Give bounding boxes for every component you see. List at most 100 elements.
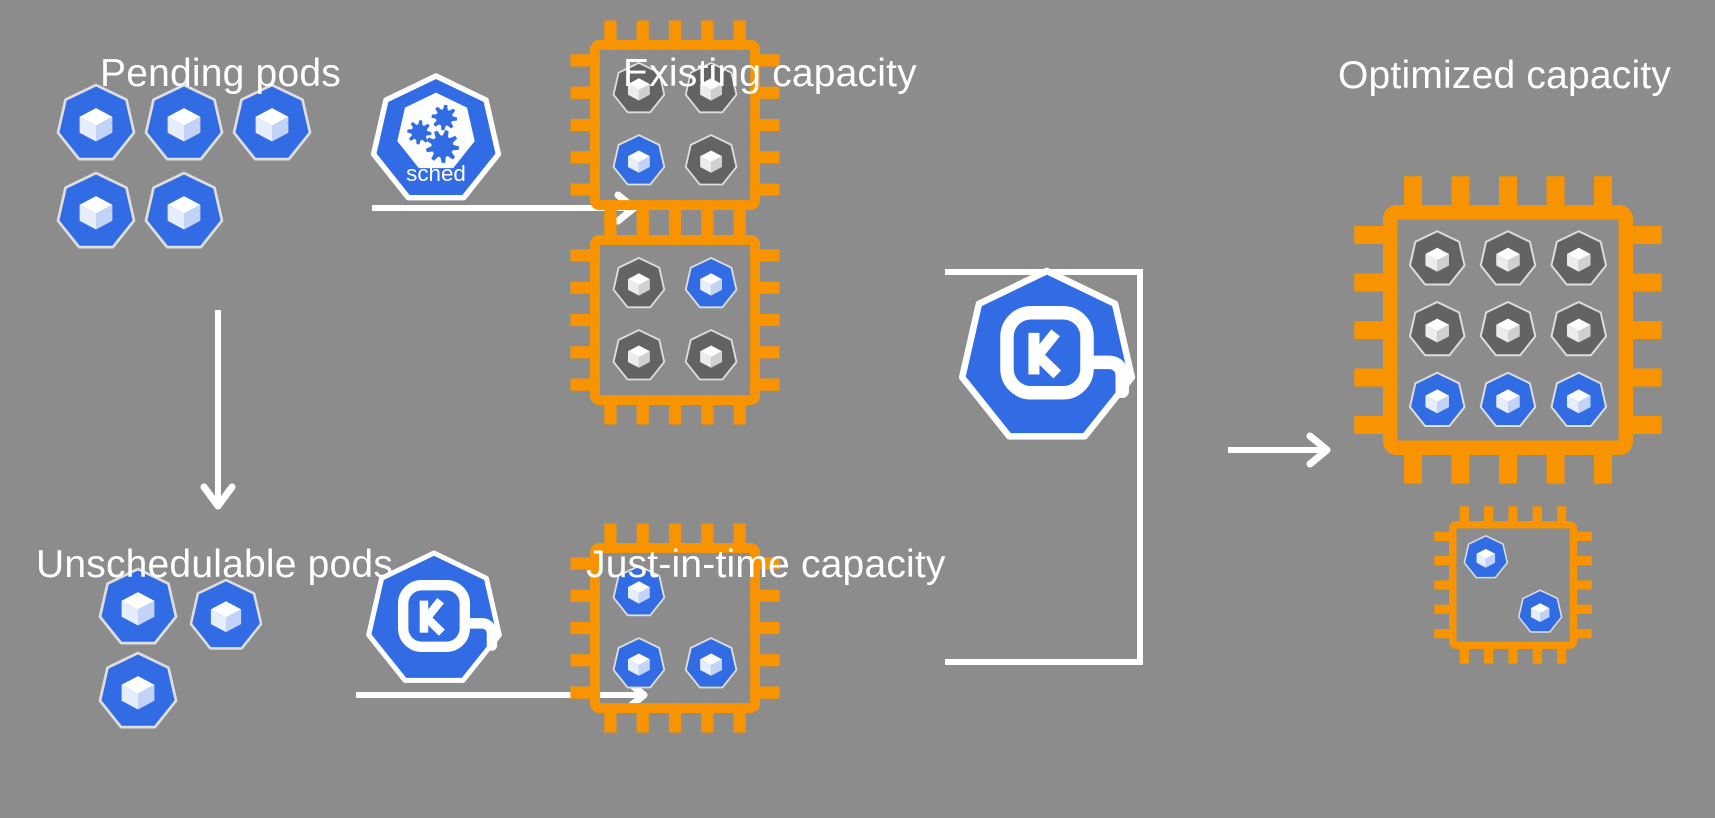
pod-icon-blue-pending-0 bbox=[56, 83, 136, 161]
chip-pin-right bbox=[750, 313, 780, 327]
cube-top-face bbox=[1425, 389, 1449, 402]
pod-hexagon bbox=[56, 171, 136, 249]
cube-left-face bbox=[1496, 395, 1508, 414]
chip-pin-bottom bbox=[1532, 641, 1542, 664]
karpenter-k-upper-arm bbox=[423, 597, 444, 621]
cube-icon bbox=[1530, 603, 1550, 623]
pod-icon-blue-in-chip bbox=[1463, 535, 1509, 579]
cube-top-face bbox=[627, 345, 650, 358]
cube-left-face bbox=[79, 116, 96, 142]
pod-hexagon bbox=[1517, 589, 1563, 633]
cube-top-face bbox=[79, 108, 113, 126]
cube-top-face bbox=[121, 676, 155, 694]
chip-pin-right bbox=[1618, 321, 1662, 339]
scheduler-caption: sched bbox=[406, 161, 466, 186]
chip-pin-right bbox=[1569, 629, 1592, 639]
pod-hexagon bbox=[1479, 230, 1537, 286]
chip-pin-right bbox=[1569, 604, 1592, 614]
pod-icon-gray-in-chip bbox=[1479, 230, 1537, 286]
cube-right-face bbox=[184, 116, 201, 142]
cube-icon bbox=[1567, 389, 1591, 414]
existing-capacity-chip-2 bbox=[570, 215, 780, 425]
pod-hexagon bbox=[684, 134, 738, 186]
cube-right-face bbox=[1437, 254, 1449, 272]
chip-pin-right bbox=[750, 654, 780, 667]
chip-pin-left bbox=[570, 151, 600, 164]
pod-hexagon bbox=[1408, 230, 1466, 286]
chip-pin-top bbox=[1508, 506, 1518, 529]
chip-pin-left bbox=[1354, 273, 1398, 292]
chip-pin-left bbox=[570, 281, 600, 294]
cube-icon bbox=[167, 108, 201, 142]
cube-left-face bbox=[1530, 608, 1541, 623]
chip-pin-left bbox=[1354, 321, 1398, 339]
chip-pin-bottom bbox=[1459, 641, 1469, 664]
cube-icon bbox=[1496, 247, 1520, 272]
cube-top-face bbox=[79, 196, 113, 214]
optimized-capacity-chip-small bbox=[1434, 506, 1592, 664]
pod-icon-gray-in-chip bbox=[1550, 301, 1608, 357]
cube-right-face bbox=[1540, 608, 1550, 623]
cube-right-face bbox=[1508, 395, 1520, 414]
cube-right-face bbox=[226, 609, 242, 633]
scheduler-icon[interactable]: sched bbox=[370, 73, 502, 201]
chip-pin-right bbox=[1569, 580, 1592, 590]
cube-icon bbox=[700, 653, 723, 676]
chip-pin-left bbox=[570, 54, 600, 67]
cube-left-face bbox=[1425, 395, 1438, 414]
cube-left-face bbox=[1567, 324, 1579, 343]
cube-top-face bbox=[627, 273, 650, 285]
karpenter-k-upper-arm bbox=[1032, 329, 1060, 360]
pod-icon-gray-in-chip bbox=[1408, 230, 1466, 286]
cube-icon bbox=[627, 150, 650, 173]
karpenter-k-stem bbox=[419, 600, 429, 633]
pod-hexagon bbox=[684, 329, 738, 381]
pod-icon-blue-pending-1 bbox=[144, 83, 224, 161]
cube-top-face bbox=[1476, 548, 1496, 559]
cube-top-face bbox=[627, 653, 650, 666]
cube-top-face bbox=[1425, 318, 1449, 332]
arrow-pending-to-unschedulable bbox=[200, 310, 236, 510]
chip-pin-left bbox=[570, 378, 600, 391]
gear-body bbox=[431, 104, 458, 131]
cube-right-face bbox=[1437, 324, 1449, 343]
karpenter-icon-large[interactable] bbox=[958, 267, 1136, 440]
chip-pin-bottom bbox=[1499, 440, 1517, 484]
cube-top-face bbox=[1496, 318, 1520, 332]
chip-pin-right bbox=[750, 686, 780, 699]
chip-pin-bottom bbox=[1594, 440, 1612, 484]
cube-top-face bbox=[1530, 603, 1550, 613]
scheduler-inner-plate bbox=[397, 92, 475, 169]
gear-hub bbox=[440, 113, 449, 122]
chip-body bbox=[1383, 205, 1633, 455]
chip-pin-top bbox=[1484, 506, 1494, 529]
pod-hexagon bbox=[98, 651, 178, 729]
pod-hexagon bbox=[684, 637, 738, 689]
arrow-unschedulable-to-karpenter bbox=[356, 678, 648, 712]
cube-top-face bbox=[1567, 389, 1591, 402]
cube-left-face bbox=[627, 351, 639, 368]
chip-pin-left bbox=[570, 654, 600, 667]
pod-icon-blue-pending-4 bbox=[144, 171, 224, 249]
pod-icon-blue-unschedulable-1 bbox=[189, 578, 263, 650]
gear-hub bbox=[437, 141, 448, 152]
chip-pin-bottom bbox=[636, 395, 649, 425]
chip-pin-bottom bbox=[1546, 440, 1565, 484]
chip-pin-top bbox=[668, 215, 682, 245]
chip-pin-bottom bbox=[636, 703, 649, 733]
chip-pin-top bbox=[1404, 176, 1422, 220]
chip-pin-left bbox=[570, 249, 600, 262]
chip-pin-top bbox=[1557, 506, 1567, 529]
pod-hexagon bbox=[56, 83, 136, 161]
chip-pin-top bbox=[1451, 176, 1470, 220]
chip-pin-top bbox=[733, 20, 746, 50]
cube-right-face bbox=[638, 351, 650, 368]
chip-pin-bottom bbox=[1451, 440, 1470, 484]
pod-icon-blue-in-chip bbox=[1408, 371, 1466, 427]
pod-icon-blue-in-chip bbox=[1479, 371, 1537, 427]
pod-hexagon bbox=[1550, 371, 1608, 427]
cube-top-face bbox=[1496, 389, 1520, 402]
chip-pin-top bbox=[733, 215, 746, 245]
pod-hexagon bbox=[232, 83, 312, 161]
cube-right-face bbox=[1578, 324, 1591, 343]
